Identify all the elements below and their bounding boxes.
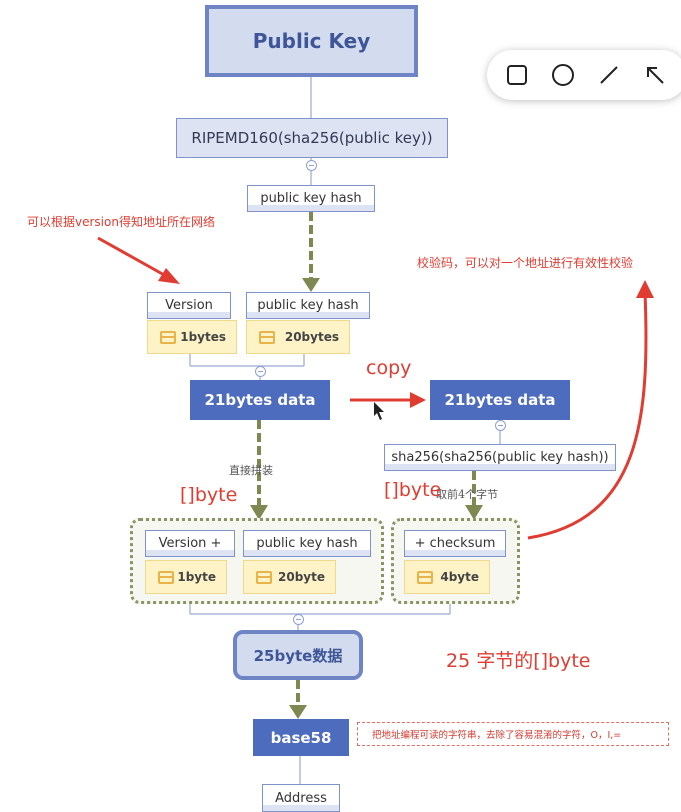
field-icon <box>259 330 275 344</box>
bytes25-annotation: 25 字节的[]byte <box>446 650 591 672</box>
version-node[interactable]: Version <box>147 292 231 319</box>
bytes-label: 1byte <box>177 570 216 584</box>
hash-bytes-field: 20bytes <box>246 320 350 354</box>
field-icon <box>158 570 174 584</box>
ripemd160-node[interactable]: RIPEMD160(sha256(public key)) <box>176 118 448 158</box>
collapse-toggle-icon[interactable] <box>495 420 506 431</box>
byte-slice-left-annotation: []byte <box>180 484 238 506</box>
base58-annotation: 把地址编程可读的字符串，去除了容易混淆的字符，O，I,= <box>357 722 669 746</box>
public-key-hash-node[interactable]: public key hash <box>247 185 375 212</box>
field-icon <box>417 570 433 584</box>
hash-byte-field: 20byte <box>243 560 336 594</box>
collapse-toggle-icon[interactable] <box>255 366 266 377</box>
arrow-tool-icon[interactable] <box>643 63 667 87</box>
copy-annotation: copy <box>366 357 412 379</box>
version-bytes-field: 1bytes <box>147 320 237 354</box>
double-sha256-node[interactable]: sha256(sha256(public key hash)) <box>384 444 616 471</box>
data25-node[interactable]: 25byte数据 <box>233 630 363 680</box>
public-key-node[interactable]: Public Key <box>205 5 418 77</box>
take-first-4-label: 取前4个字节 <box>436 488 498 501</box>
base58-node[interactable]: base58 <box>253 719 349 756</box>
bytes-label: 20bytes <box>284 330 339 344</box>
public-key-hash-bottom-node[interactable]: public key hash <box>243 530 371 557</box>
byte-slice-right-annotation: []byte <box>384 479 442 501</box>
checksum-annotation: 校验码，可以对一个地址进行有效性校验 <box>417 256 634 270</box>
version-annotation: 可以根据version得知地址所在网络 <box>27 215 215 229</box>
collapse-toggle-icon[interactable] <box>293 614 304 625</box>
drawing-toolbar <box>487 50 681 100</box>
address-node[interactable]: Address <box>262 784 340 812</box>
checksum-node[interactable]: + checksum <box>404 530 506 557</box>
concat-label: 直接拼装 <box>229 464 273 477</box>
version-byte-field: 1byte <box>145 560 227 594</box>
mouse-cursor <box>374 402 384 420</box>
public-key-hash-mid-node[interactable]: public key hash <box>246 292 370 319</box>
data21-right-node[interactable]: 21bytes data <box>430 380 570 420</box>
checksum-byte-field: 4byte <box>404 560 490 594</box>
bytes-label: 20byte <box>278 570 325 584</box>
collapse-toggle-icon[interactable] <box>306 160 317 171</box>
version-plus-node[interactable]: Version + <box>145 530 235 557</box>
bytes-label: 4byte <box>440 570 479 584</box>
field-icon <box>256 570 272 584</box>
line-tool-icon[interactable] <box>597 63 621 87</box>
ellipse-tool-icon[interactable] <box>551 63 575 87</box>
field-icon <box>160 330 176 344</box>
bytes-label: 1bytes <box>180 330 226 344</box>
rectangle-tool-icon[interactable] <box>505 63 529 87</box>
data21-left-node[interactable]: 21bytes data <box>190 380 330 420</box>
